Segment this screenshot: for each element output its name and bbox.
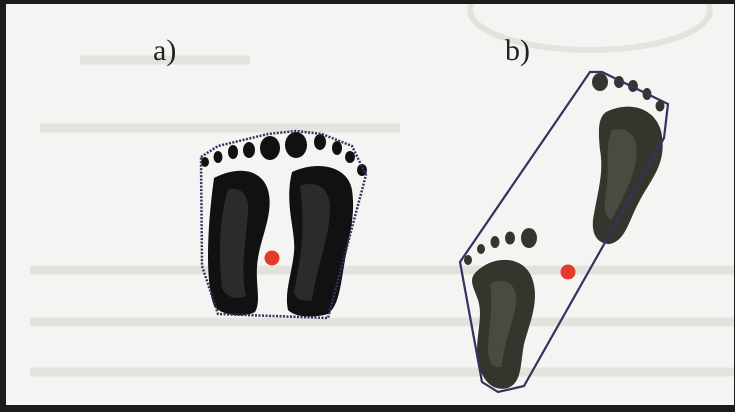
toe <box>464 255 472 265</box>
panel-label-b: b) <box>505 36 530 66</box>
panel-b <box>460 72 668 392</box>
center-of-mass-a <box>265 251 280 266</box>
toe <box>243 142 255 158</box>
toe <box>260 136 280 160</box>
toe <box>592 73 608 91</box>
center-of-mass-b <box>561 265 576 280</box>
panel-a <box>201 131 367 318</box>
foot-b-lower <box>464 228 537 389</box>
toe <box>491 236 500 248</box>
toe <box>345 151 355 163</box>
toe <box>332 141 342 155</box>
foot-a-left <box>201 136 280 315</box>
toe <box>521 228 537 248</box>
toe <box>314 134 326 150</box>
toe <box>228 145 238 159</box>
toe <box>505 232 515 245</box>
toe <box>285 132 307 158</box>
toe <box>214 151 223 163</box>
toe <box>477 244 485 254</box>
panel-label-a: a) <box>153 36 176 66</box>
foot-a-right <box>285 132 367 317</box>
